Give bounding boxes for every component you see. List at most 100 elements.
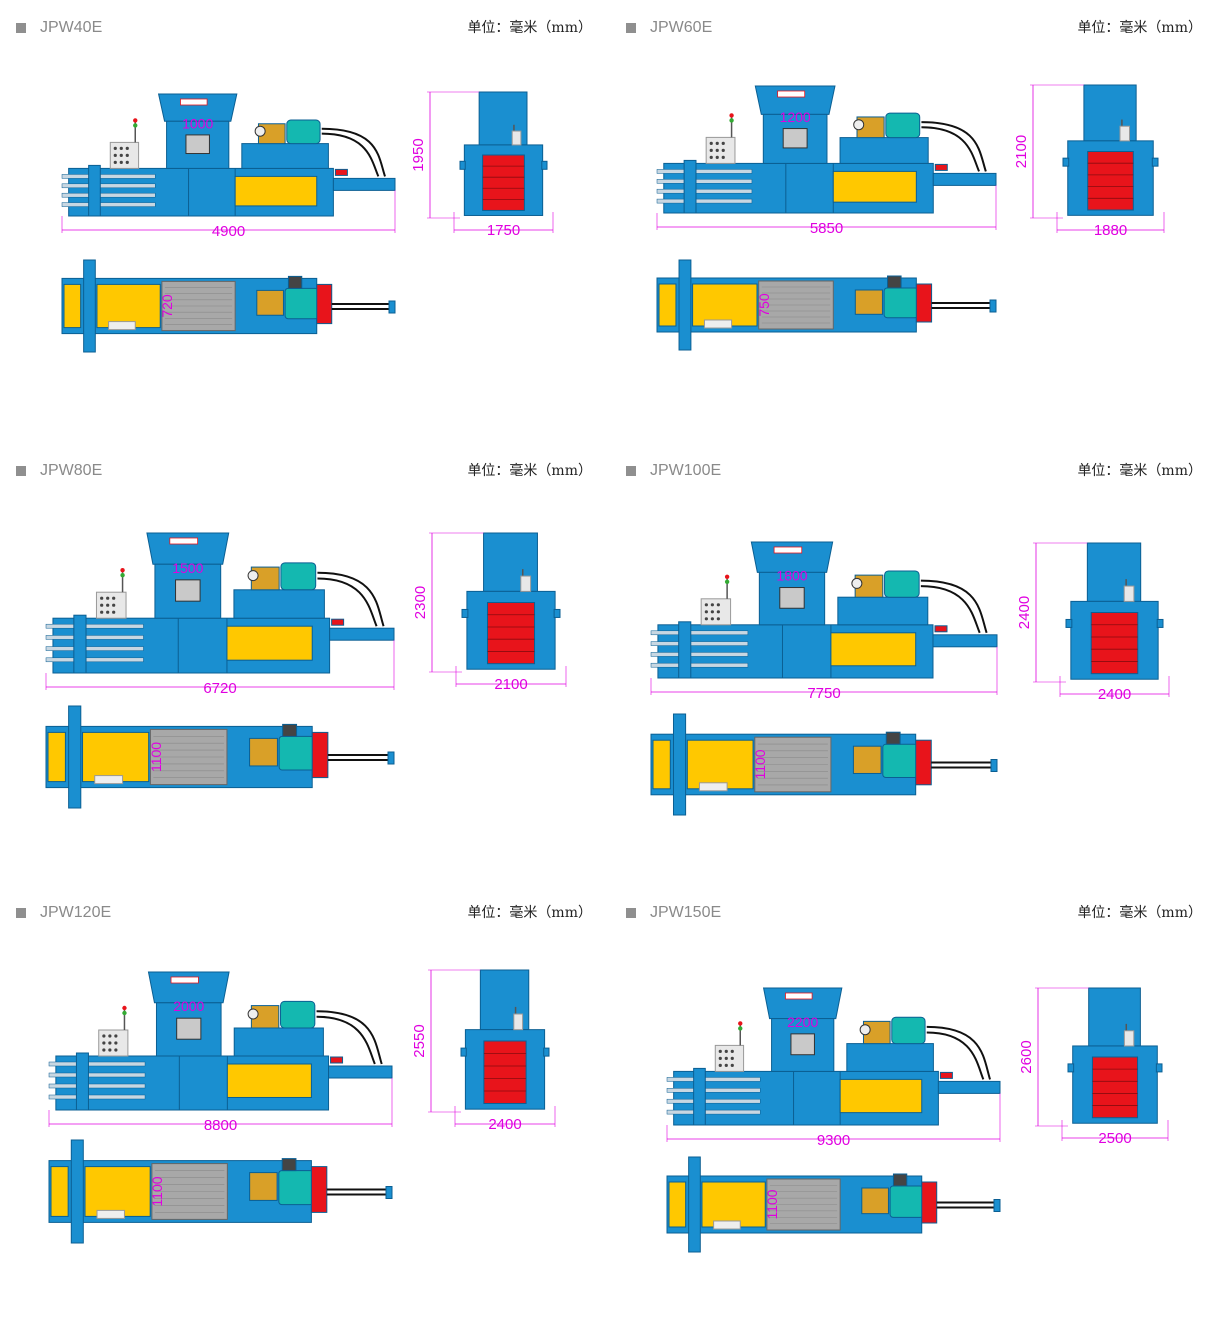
- top-press-plate: [82, 731, 150, 783]
- control-button-icon: [709, 155, 713, 159]
- brand-logo: [169, 537, 199, 545]
- top-hose-end: [388, 300, 396, 314]
- top-plate-end: [652, 739, 671, 790]
- control-button-icon: [718, 1049, 722, 1053]
- overall-width-dim: 2500: [1098, 1130, 1131, 1147]
- valve-block: [887, 275, 902, 289]
- top-hose-end: [989, 299, 997, 313]
- top-pump: [861, 1187, 889, 1215]
- front-flange: [1065, 618, 1073, 628]
- hopper-width-dim: 1000: [182, 116, 213, 132]
- top-motor: [278, 1170, 314, 1206]
- signal-light-icon: [724, 574, 730, 579]
- guide-rod: [45, 646, 144, 651]
- control-button-icon: [716, 603, 720, 607]
- signal-light-icon: [738, 1021, 743, 1026]
- press-plate: [226, 625, 313, 661]
- chamber-width-dim: 1100: [764, 1189, 780, 1219]
- guide-rod: [650, 641, 749, 646]
- top-press-plate: [692, 283, 758, 327]
- overall-height-dim: 2300: [412, 586, 429, 619]
- guide-rod: [666, 1109, 761, 1115]
- top-red-cylinder: [915, 283, 933, 323]
- hopper-window: [790, 1033, 815, 1056]
- discharge-stop: [330, 1056, 344, 1064]
- front-flange: [1062, 157, 1070, 167]
- guide-rod: [48, 1061, 146, 1067]
- top-hose-end: [993, 1199, 1001, 1212]
- top-press-plate: [701, 1181, 766, 1228]
- model-name: JPW80E: [40, 462, 103, 479]
- electric-motor: [884, 570, 920, 598]
- bale-chamber: [1087, 151, 1134, 211]
- hopper-window: [185, 134, 210, 155]
- signal-light-icon: [133, 123, 138, 128]
- brand-logo: [777, 90, 806, 98]
- hydraulic-hose: [321, 132, 380, 177]
- front-control-box: [513, 1013, 524, 1031]
- control-button-icon: [730, 1049, 734, 1053]
- overall-length-dim: 4900: [212, 223, 245, 240]
- bullet-square-icon: [16, 466, 26, 476]
- name-plate: [703, 319, 733, 329]
- front-flange: [1067, 1063, 1075, 1073]
- control-button-icon: [730, 1056, 734, 1060]
- guide-rod: [666, 1088, 761, 1093]
- bullet-square-icon: [16, 908, 26, 918]
- control-button-icon: [704, 610, 708, 614]
- front-flange: [541, 160, 548, 170]
- front-flange: [543, 1047, 550, 1057]
- guide-rod: [650, 662, 749, 668]
- electric-motor: [885, 112, 921, 139]
- front-flange: [1155, 1063, 1163, 1073]
- control-button-icon: [125, 160, 129, 164]
- control-button-icon: [108, 1034, 112, 1038]
- top-plate-end: [63, 283, 82, 329]
- overall-width-dim: 2400: [488, 1116, 521, 1133]
- hydraulic-hose: [317, 571, 385, 627]
- control-button-icon: [718, 1063, 722, 1067]
- hopper-width-dim: 1500: [172, 560, 203, 576]
- end-post: [73, 614, 87, 674]
- top-hose-end: [990, 759, 998, 772]
- guide-rod: [48, 1094, 146, 1100]
- end-post: [75, 1052, 89, 1111]
- control-button-icon: [710, 610, 714, 614]
- top-end-post: [83, 259, 96, 353]
- valve-block: [892, 1173, 908, 1187]
- control-button-icon: [113, 146, 117, 150]
- front-control-box: [1123, 585, 1135, 602]
- chamber-width-dim: 1100: [149, 1176, 165, 1206]
- pressure-gauge-icon: [859, 1024, 871, 1036]
- power-unit-base: [233, 1027, 324, 1057]
- chamber-width-dim: 1100: [148, 742, 164, 772]
- power-unit-base: [846, 1043, 934, 1072]
- top-end-post: [68, 705, 82, 809]
- valve-block: [281, 1158, 297, 1172]
- power-unit-base: [839, 137, 929, 164]
- bale-chamber: [482, 154, 525, 211]
- guide-rod: [61, 183, 156, 189]
- control-button-icon: [724, 1063, 728, 1067]
- hopper: [146, 532, 230, 565]
- guide-rod: [656, 198, 753, 204]
- signal-light-icon: [122, 1010, 127, 1016]
- signal-light-icon: [122, 1005, 127, 1011]
- top-red-cylinder: [921, 1181, 938, 1224]
- unit-label: 单位：毫米（mm）: [1077, 463, 1202, 479]
- top-end-post: [678, 259, 692, 351]
- discharge-stop: [334, 168, 348, 176]
- valve-block: [287, 275, 303, 289]
- guide-rod: [61, 202, 156, 207]
- guide-rod: [61, 174, 156, 179]
- signal-light-icon: [738, 1026, 743, 1031]
- model-name: JPW40E: [40, 19, 103, 36]
- overall-width-dim: 2100: [494, 676, 527, 693]
